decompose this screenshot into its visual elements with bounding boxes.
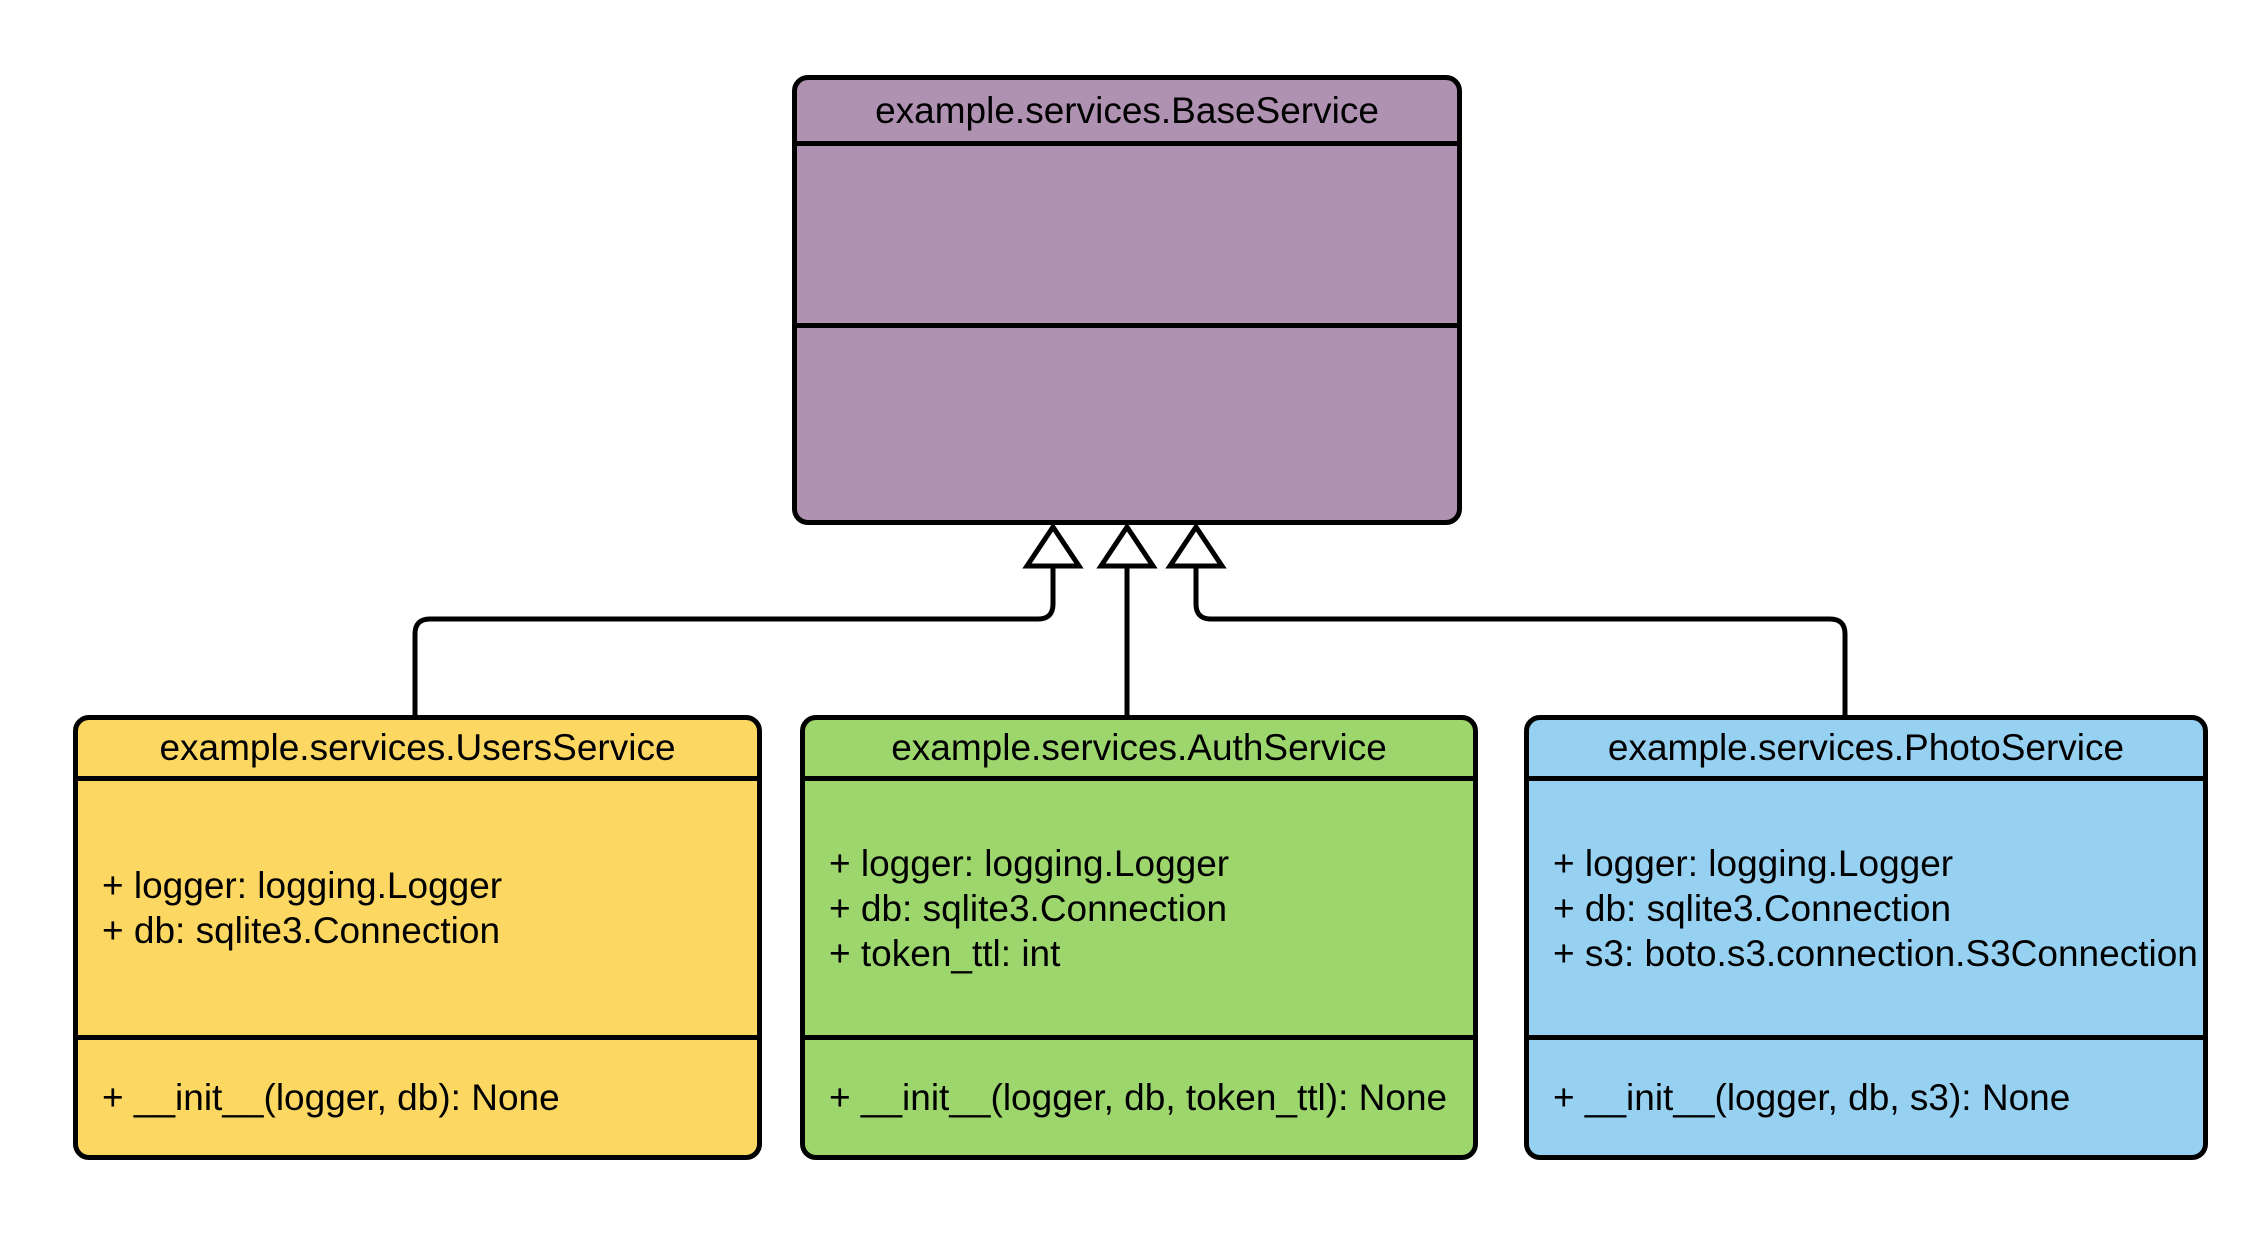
inheritance-arrowhead-auth xyxy=(1096,522,1158,569)
inheritance-arrowhead-users xyxy=(1022,522,1084,569)
method-line: + __init__(logger, db, token_ttl): None xyxy=(829,1077,1448,1118)
class-methods-base-service xyxy=(797,328,1457,520)
attribute-line: + logger: logging.Logger xyxy=(829,842,1230,884)
class-title-photo-service: example.services.PhotoService xyxy=(1529,720,2203,781)
inheritance-connector-photo xyxy=(1193,564,1848,717)
class-attributes-base-service xyxy=(797,146,1457,328)
class-title-base-service: example.services.BaseService xyxy=(797,80,1457,146)
attribute-line: + db: sqlite3.Connection xyxy=(829,887,1228,929)
attribute-line: + db: sqlite3.Connection xyxy=(1553,887,1952,929)
class-attributes-auth-service: + logger: logging.Logger + db: sqlite3.C… xyxy=(805,781,1473,1040)
attribute-line: + logger: logging.Logger xyxy=(1553,842,1954,884)
class-methods-users-service: + __init__(logger, db): None xyxy=(78,1040,757,1155)
attribute-line: + token_ttl: int xyxy=(829,932,1061,974)
attribute-line: + s3: boto.s3.connection.S3Connection xyxy=(1553,932,2198,974)
class-attributes-photo-service: + logger: logging.Logger + db: sqlite3.C… xyxy=(1529,781,2203,1040)
attribute-line: + db: sqlite3.Connection xyxy=(102,910,501,951)
class-box-auth-service[interactable]: example.services.AuthService + logger: l… xyxy=(800,715,1478,1160)
method-line: + __init__(logger, db, s3): None xyxy=(1553,1077,2071,1118)
class-methods-auth-service: + __init__(logger, db, token_ttl): None xyxy=(805,1040,1473,1155)
method-line: + __init__(logger, db): None xyxy=(102,1077,560,1118)
class-attributes-users-service: + logger: logging.Logger + db: sqlite3.C… xyxy=(78,781,757,1040)
class-title-users-service: example.services.UsersService xyxy=(78,720,757,781)
class-box-base-service[interactable]: example.services.BaseService xyxy=(792,75,1462,525)
class-title-auth-service: example.services.AuthService xyxy=(805,720,1473,781)
class-methods-photo-service: + __init__(logger, db, s3): None xyxy=(1529,1040,2203,1155)
inheritance-arrowhead-photo xyxy=(1165,522,1227,569)
attribute-line: + logger: logging.Logger xyxy=(102,865,503,906)
class-box-users-service[interactable]: example.services.UsersService + logger: … xyxy=(73,715,762,1160)
class-box-photo-service[interactable]: example.services.PhotoService + logger: … xyxy=(1524,715,2208,1160)
inheritance-connector-users xyxy=(412,564,1056,717)
